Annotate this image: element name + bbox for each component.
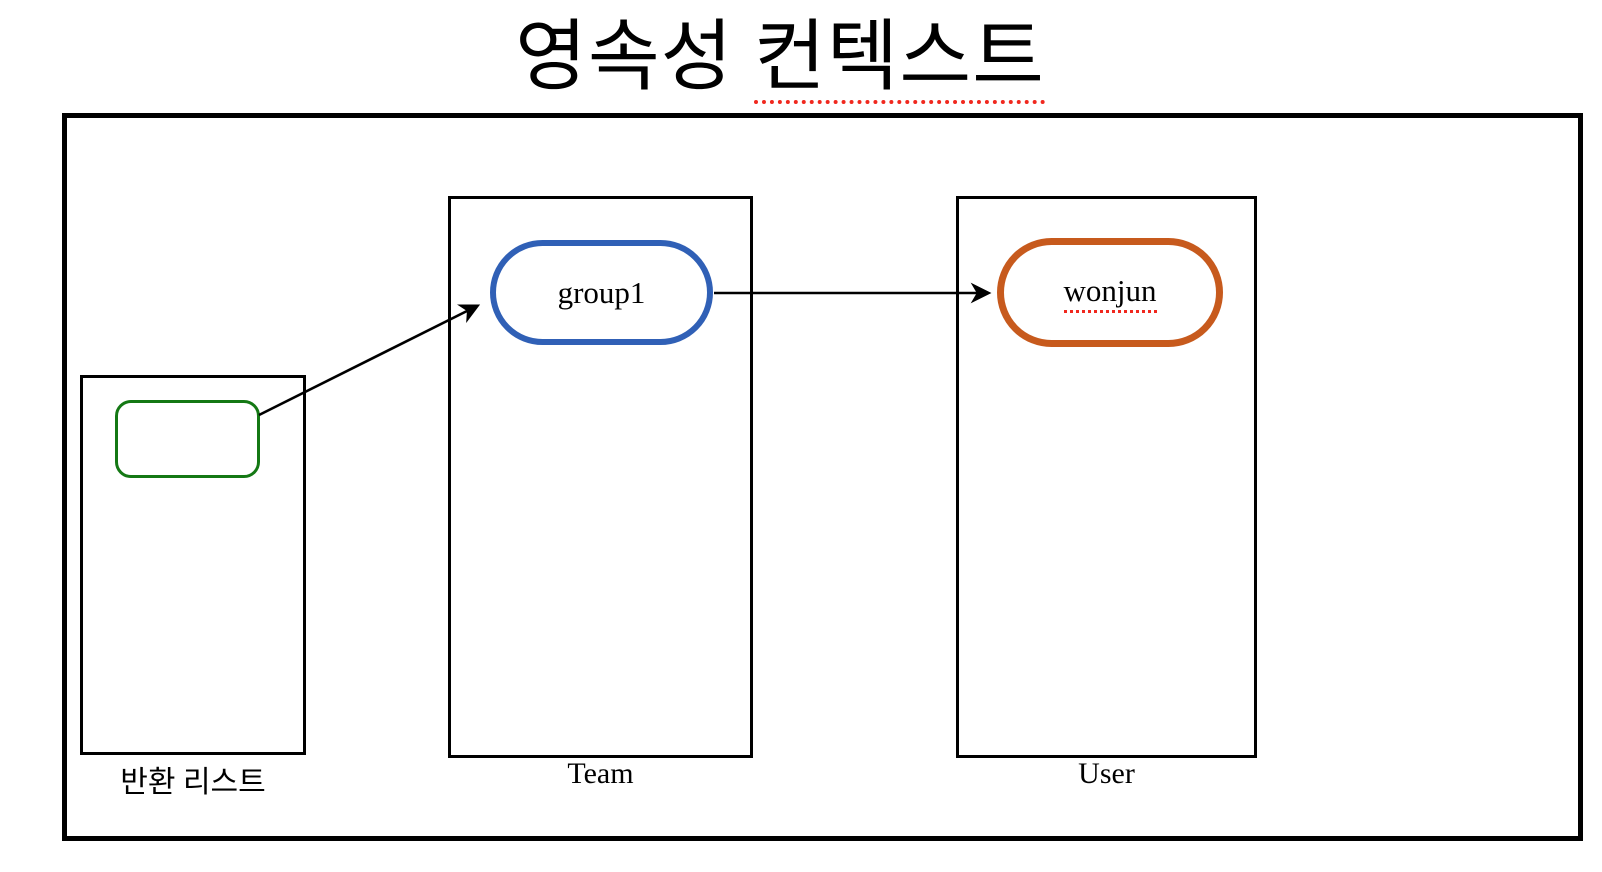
team-label: Team (567, 757, 634, 790)
empty-entity-node (115, 400, 260, 478)
page-title-text: 영속성 (515, 13, 754, 100)
page-title: 영속성 컨텍스트 (0, 0, 1560, 106)
page-title-spellchecked-text: 컨텍스트 (753, 13, 1045, 104)
user-label: User (1078, 757, 1135, 790)
group1-node: group1 (490, 240, 713, 345)
wonjun-label: wonjun (1063, 273, 1157, 313)
return-list-label: 반환 리스트 (120, 766, 266, 799)
group1-label: group1 (557, 274, 646, 310)
persistence-context-frame (62, 113, 1583, 841)
wonjun-node: wonjun (997, 238, 1223, 347)
